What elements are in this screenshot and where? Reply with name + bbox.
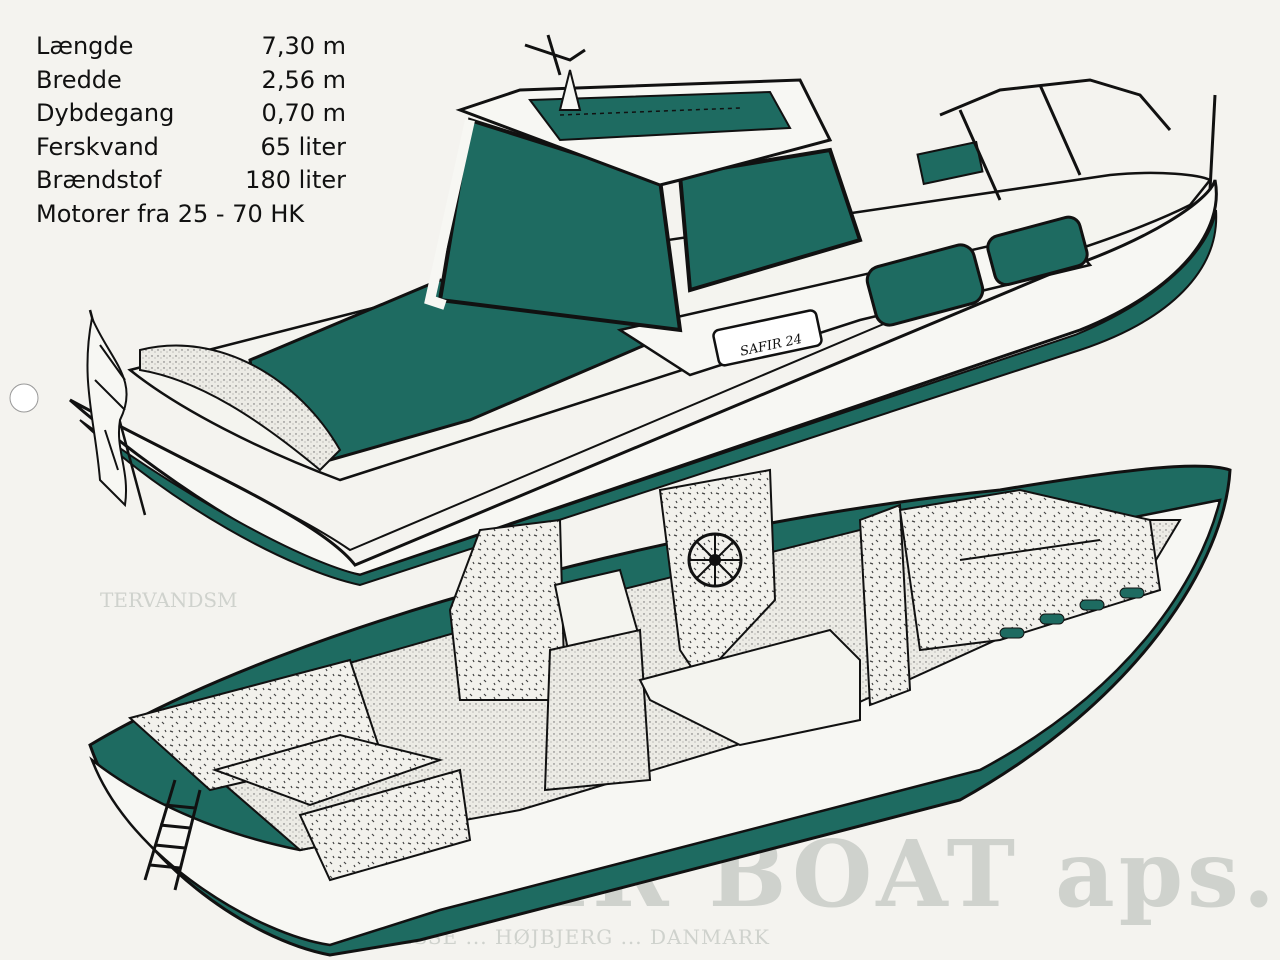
spec-row: Ferskvand 65 liter <box>36 131 346 165</box>
wheelhouse-window <box>677 147 863 293</box>
swim-ladder <box>143 779 202 891</box>
spec-value: 2,56 m <box>261 65 346 94</box>
spec-label: Bredde <box>36 65 122 94</box>
spec-row: Brændstof 180 liter <box>36 164 346 198</box>
spec-label: Dybdegang <box>36 99 175 127</box>
boat-exterior: SAFIR 24 <box>69 34 1218 587</box>
galley-counter <box>638 628 861 747</box>
portlights <box>999 587 1145 639</box>
specifications-list: Længde 7,30 m Bredde 2,56 m Dybdegang 0,… <box>36 30 346 231</box>
motor-spec: Motorer fra 25 - 70 HK <box>36 199 305 228</box>
bow-rail <box>939 78 1217 201</box>
bulkhead-right <box>858 503 912 707</box>
cockpit-table <box>211 733 444 807</box>
cockpit-cushion <box>139 344 342 472</box>
radar-mast-icon <box>524 34 586 111</box>
spec-row: Bredde 2,56 m <box>36 64 346 98</box>
foredeck-hatch <box>916 140 984 186</box>
spec-value: 180 liter <box>245 166 346 194</box>
bleed-through-note: TERVANDSM <box>100 588 238 612</box>
cabin-window <box>865 243 985 327</box>
spec-label: Ferskvand <box>36 132 159 161</box>
spec-value: 65 liter <box>260 132 346 161</box>
punch-hole <box>9 383 39 413</box>
spec-value: 0,70 m <box>261 99 346 127</box>
spec-row: Dybdegang 0,70 m <box>36 97 346 131</box>
spec-row: Længde 7,30 m <box>36 30 346 64</box>
steering-wheel-icon <box>687 532 743 588</box>
boat-interior <box>88 464 1232 957</box>
motor-spec-row: Motorer fra 25 - 70 HK <box>36 198 346 232</box>
pennant-flag-icon <box>86 309 147 516</box>
spec-label: Brændstof <box>36 166 162 194</box>
spec-value: 7,30 m <box>261 32 346 60</box>
bulkhead-mid <box>658 468 777 682</box>
spec-label: Længde <box>36 32 134 60</box>
cabin-window <box>986 215 1089 287</box>
